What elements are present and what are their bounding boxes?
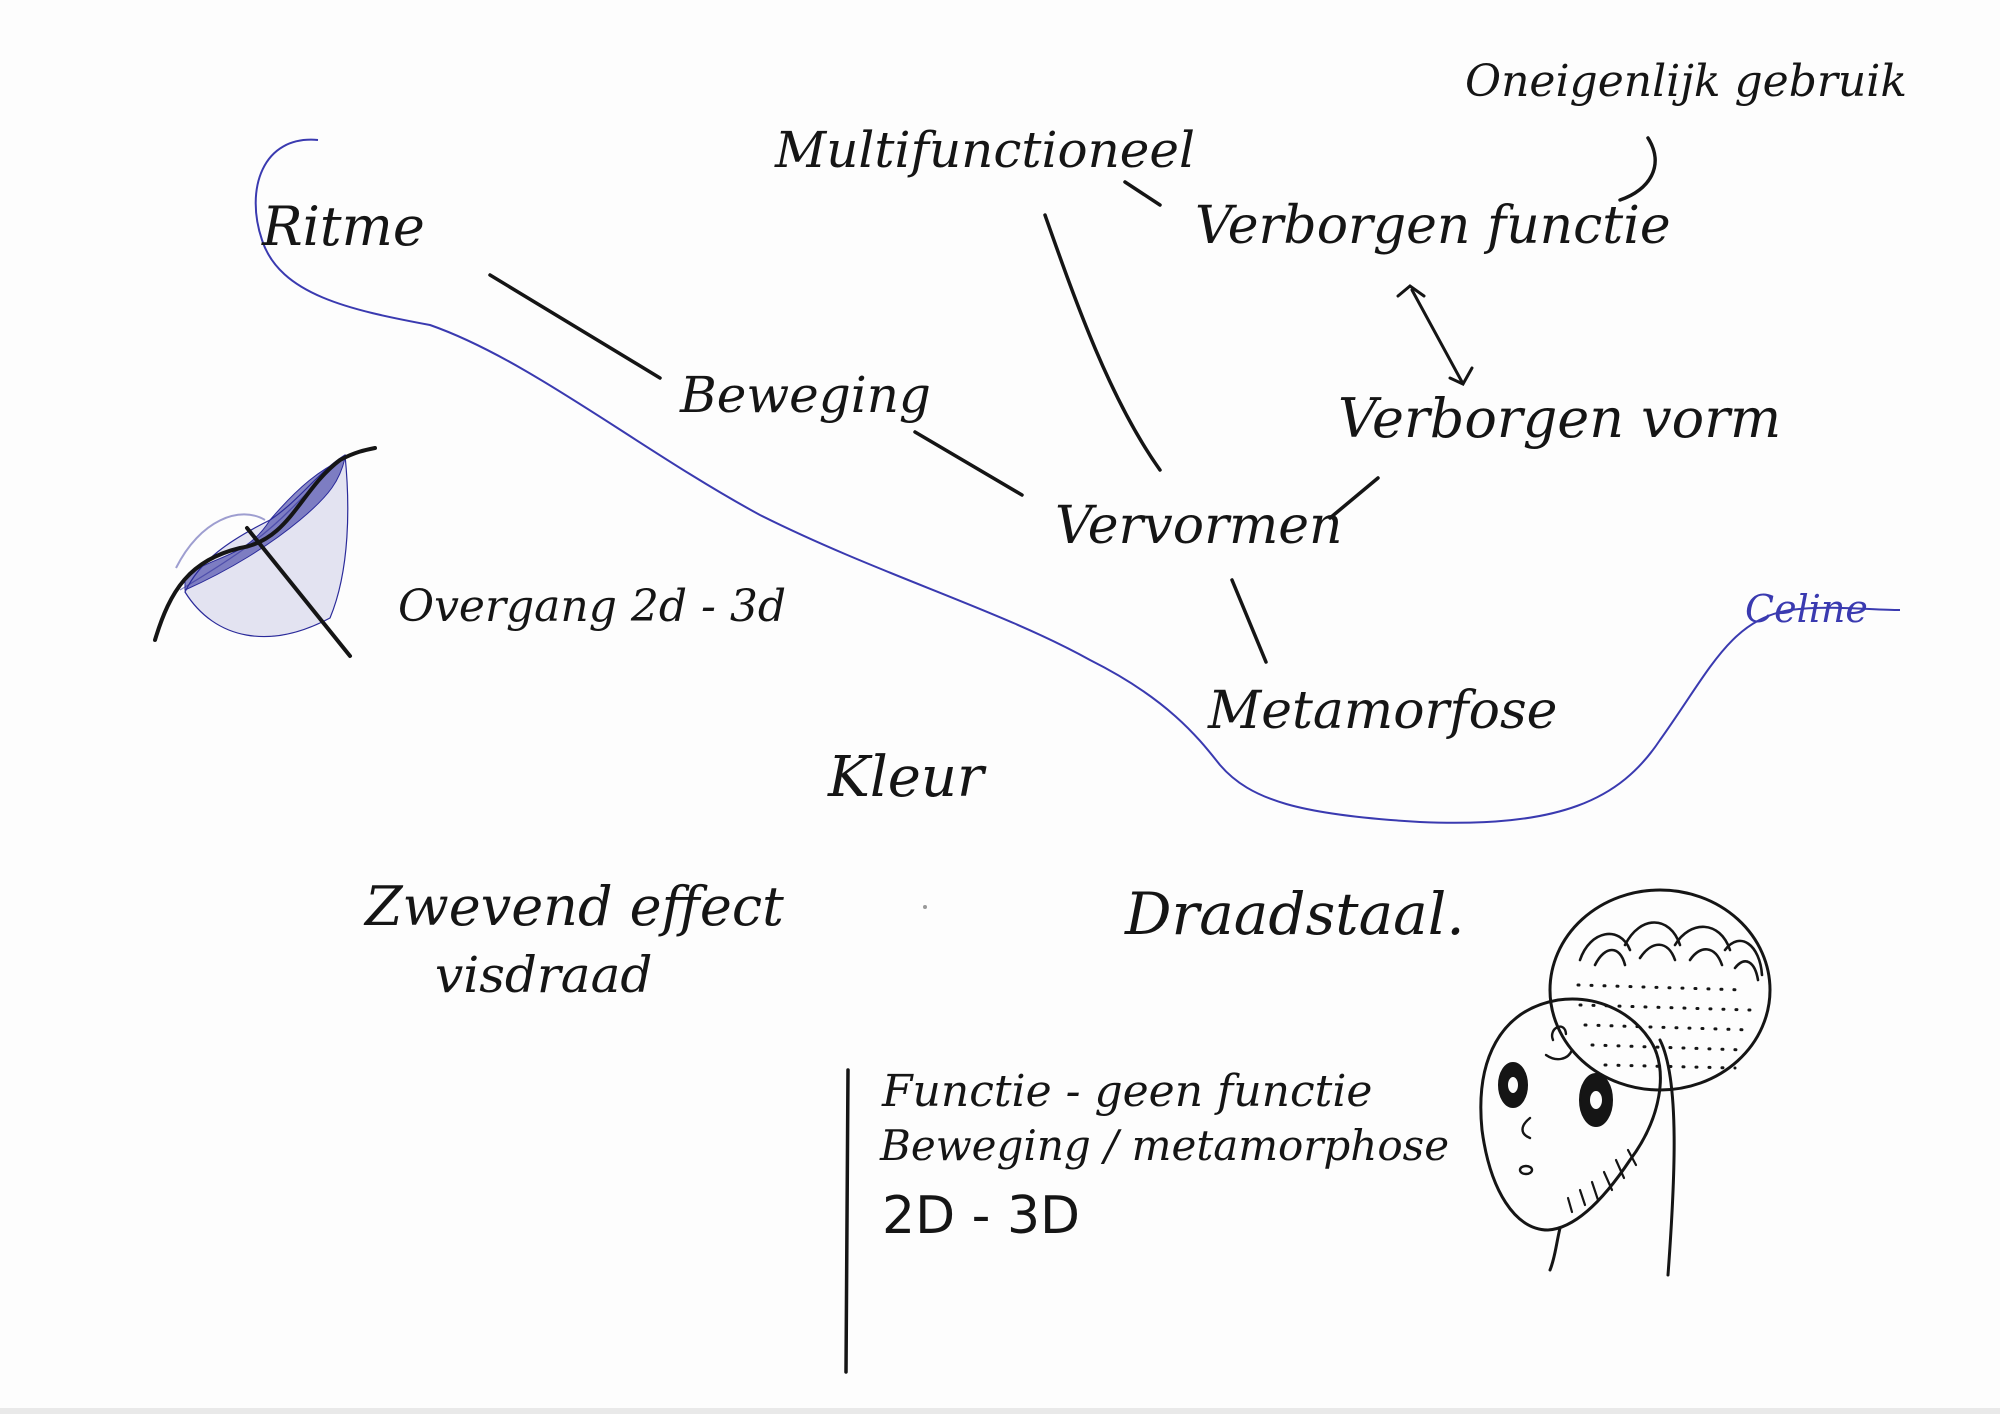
connector-multifunctioneel-verborgen-functie: [1123, 180, 1162, 207]
node-visdraad: visdraad: [435, 946, 653, 1004]
alien-face-outline: [1479, 997, 1662, 1232]
connector-ritme-beweging: [488, 273, 662, 380]
node-metamorfose: Metamorfose: [1208, 681, 1558, 741]
node-verborgen-vorm: Verborgen vorm: [1338, 387, 1782, 450]
node-draadstaal: Draadstaal.: [1125, 880, 1465, 948]
notes-line-3: 2D - 3D: [882, 1186, 1081, 1246]
node-oneigenlijk-gebruik: Oneigenlijk gebruik: [1465, 56, 1907, 107]
connector-vervormen-verborgen-vorm: [1328, 476, 1380, 520]
node-ritme: Ritme: [262, 195, 425, 258]
signature: Celine: [1745, 587, 1868, 631]
node-kleur: Kleur: [828, 745, 984, 810]
node-beweging: Beweging: [680, 366, 931, 424]
node-overgang: Overgang 2d - 3d: [398, 581, 787, 632]
alien-head-sketch: [1479, 888, 1772, 1277]
node-verborgen-functie: Verborgen functie: [1195, 196, 1671, 256]
double-arrow: [1396, 284, 1474, 386]
node-vervormen: Vervormen: [1055, 496, 1343, 556]
shaded-curve-sketch: [153, 446, 377, 658]
notes-vertical-rule: [844, 1068, 850, 1374]
connector-multifunctioneel-vervormen: [1043, 213, 1162, 472]
connector-beweging-vervormen: [913, 430, 1024, 497]
blue-enclosing-curve: [254, 138, 1901, 824]
notes-line-1: Functie - geen functie: [882, 1066, 1373, 1117]
node-multifunctioneel: Multifunctioneel: [775, 121, 1195, 179]
connector-vervormen-metamorfose: [1230, 578, 1268, 664]
notes-line-2: Beweging / metamorphose: [880, 1121, 1450, 1170]
connector-verborgen-functie-oneigenlijk: [1618, 136, 1657, 202]
node-zwevend-effect: Zwevend effect: [365, 875, 784, 938]
scan-edge: [0, 1408, 2000, 1414]
